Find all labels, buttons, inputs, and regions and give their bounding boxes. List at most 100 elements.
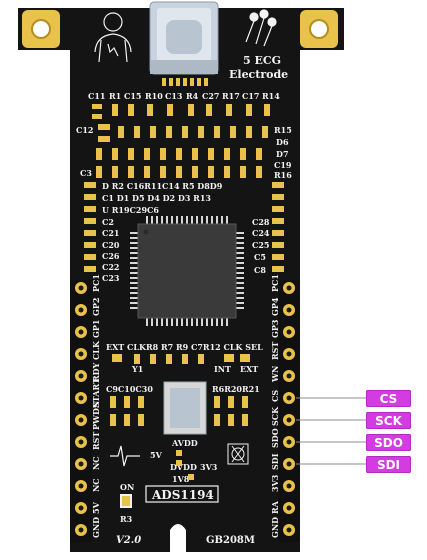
left-mounting-hole (22, 10, 60, 48)
electrode-label-line1: 5 ECG (243, 54, 281, 67)
pin-label: RA (270, 500, 280, 514)
pin-label: GP2 (91, 298, 101, 316)
ext-label: EXT (240, 364, 258, 374)
mid-row-label: C1 D1 D5 D4 D2 D3 R13 (102, 193, 211, 203)
cap-label: C28 (252, 217, 270, 227)
bottom-slot (170, 524, 186, 552)
cap-label: C23 (102, 273, 120, 283)
cap-label: R17 (222, 91, 240, 101)
clk-sel-pads (112, 354, 250, 364)
right-label: C19 (274, 160, 292, 170)
cap-label: R14 (262, 91, 280, 101)
pin-label: GP1 (91, 320, 101, 338)
pin-label: 3V3 (270, 474, 280, 492)
right-header (278, 280, 300, 542)
pin-label: CLK (91, 340, 101, 360)
y1-label: Y1 (131, 364, 143, 374)
v5-label: 5V (150, 450, 163, 460)
electrode-label-line2: Electrode (229, 68, 288, 81)
cap-label-c12: C12 (76, 125, 94, 135)
cap-label: C5 (254, 252, 266, 262)
pin-label: RST (91, 432, 101, 450)
on-label: ON (120, 482, 134, 492)
cap-label: C27 (202, 91, 220, 101)
body-silhouette-logo (94, 12, 132, 63)
left-header-holes (78, 285, 84, 533)
cap-label: C26 (102, 251, 120, 261)
avdd-label: AVDD (171, 438, 198, 448)
smd-component-field (92, 104, 270, 178)
cs-callout: CS (366, 390, 411, 407)
r3-label: R3 (120, 514, 133, 524)
regulator-chip (163, 381, 207, 435)
right-caps: C28 C24 C25 C5 C8 (252, 217, 270, 275)
cap-label: R10 (145, 91, 163, 101)
cap-label: C11 (88, 91, 106, 101)
right-cap-pads (272, 182, 284, 272)
ecg-waveform-icon (110, 445, 140, 467)
cap-label: C25 (252, 240, 270, 250)
int-label: INT (214, 364, 231, 374)
pin-label: PWDN (91, 401, 101, 430)
ads1194-chip (130, 216, 244, 326)
mid-row-label: D R2 C16R11C14 R5 D8D9 (102, 181, 223, 191)
usb-pads (162, 78, 208, 86)
pin-label: CS (270, 390, 280, 402)
left-header (70, 280, 92, 542)
cap-label: R1 (109, 91, 121, 101)
chip-grid-icon (227, 443, 249, 465)
v18-label: 1V8 (172, 474, 190, 484)
pin-label: START (91, 378, 101, 408)
right-header-labels: PC1 GP4 GP3 RST WN CS SCK SDO SDI 3V3 RA… (270, 274, 280, 538)
pin-label: RST (270, 342, 280, 360)
sdi-callout: SDI (366, 456, 411, 473)
chip-name-box: ADS1194 (145, 485, 219, 503)
cap-label: C15 (124, 91, 142, 101)
usb-c-connector (149, 1, 219, 75)
top-caps-row: C11 R1 C15 R10 C13 R4 C27 R17 C17 R14 (88, 91, 280, 101)
right-mounting-hole (300, 10, 338, 48)
electrode-icons (245, 9, 277, 47)
pin-label: GND (91, 517, 101, 538)
pin-label: SCK (270, 406, 280, 426)
pin-label: GND (270, 517, 280, 538)
cap-label: C2 (102, 217, 114, 227)
right-label: D7 (276, 149, 289, 159)
pin-label: SDI (270, 453, 280, 470)
cap-label: R4 (186, 91, 199, 101)
cap-label: C24 (252, 228, 270, 238)
pin-label: GP4 (270, 297, 280, 316)
dvdd-label: DVDD (170, 462, 197, 472)
pin-label: RDY (91, 362, 101, 382)
version-label: V2.0 (116, 535, 141, 546)
right-label: D6 (276, 137, 289, 147)
left-cap-pads (84, 182, 96, 272)
c9c10c30-label: C9C10C30 (106, 384, 153, 394)
power-pads (176, 450, 194, 480)
pin-label: 5V (91, 501, 101, 514)
cap-label: C21 (102, 228, 120, 238)
right-header-holes (286, 285, 292, 533)
pin-label: NC (91, 456, 101, 470)
pin-label: NC (91, 478, 101, 492)
cap-label: C8 (254, 265, 266, 275)
pin-label: SDO (270, 428, 280, 448)
clk-sel-label: EXT CLKR8 R7 R9 C7R12 CLK SEL (106, 342, 263, 352)
board-code: GB208M (206, 535, 255, 546)
right-label: R16 (274, 170, 292, 180)
cap-label-c3: C3 (80, 168, 92, 178)
v33-label: 3V3 (200, 462, 218, 472)
mid-row-label: U R19C29C6 (102, 205, 159, 215)
callout-leaders (296, 397, 366, 465)
regulator-pads (110, 396, 248, 426)
right-label: R15 (274, 125, 292, 135)
pin-label: PC1 (270, 274, 280, 292)
cap-label: C17 (242, 91, 260, 101)
cap-label: C22 (102, 262, 120, 272)
chip-name: ADS1194 (151, 488, 214, 502)
pin-label: PC1 (91, 274, 101, 292)
pin-label: GP3 (270, 319, 280, 338)
sdo-callout: SDO (366, 434, 411, 451)
on-led (120, 494, 132, 508)
sck-callout: SCK (366, 412, 411, 429)
